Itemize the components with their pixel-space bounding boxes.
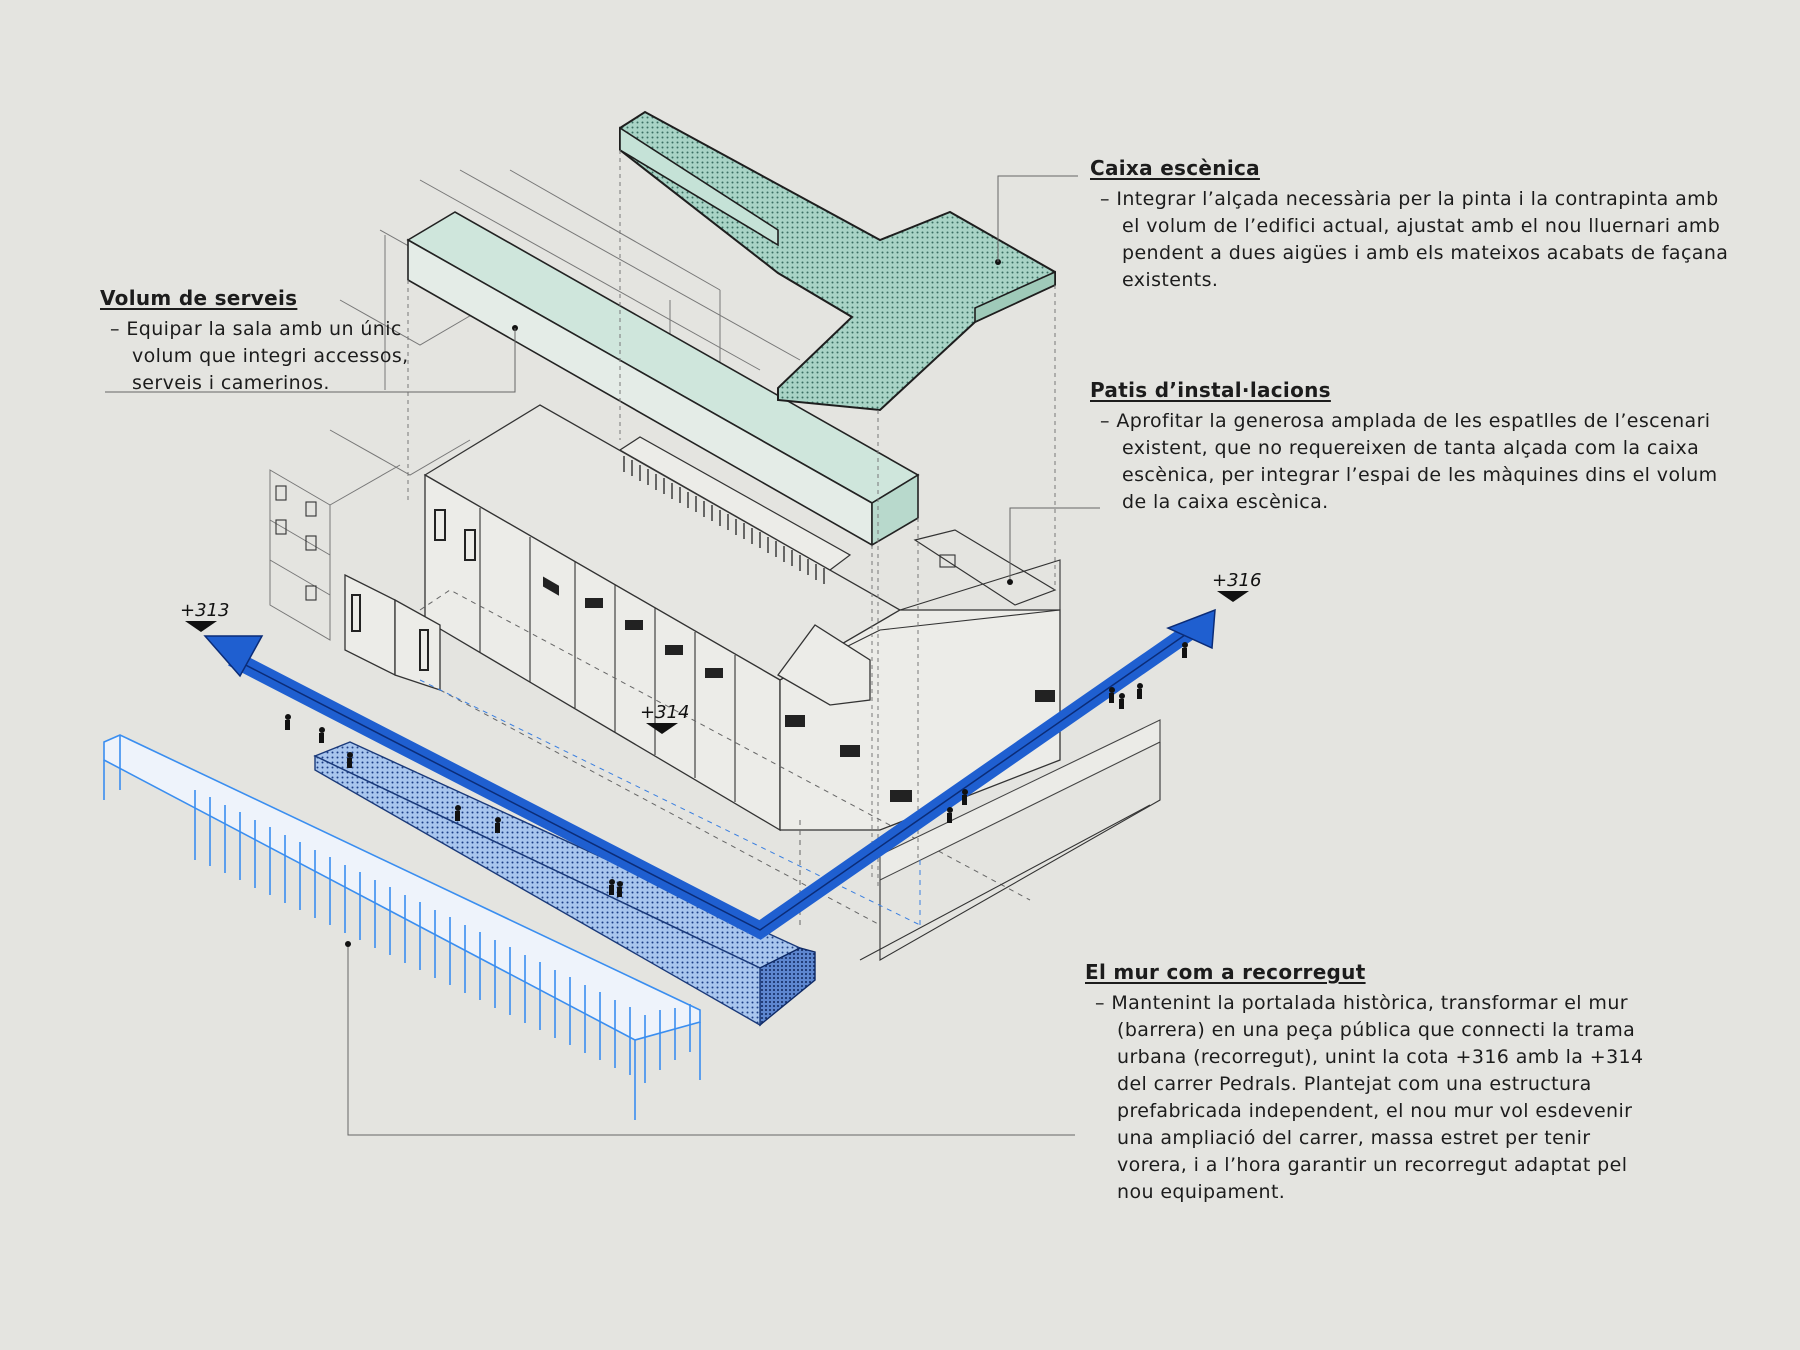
level-marker-left: +313 — [180, 600, 229, 632]
annotation-body: – Integrar l’alçada necessària per la pi… — [1100, 188, 1729, 291]
existing-building — [344, 404, 1161, 961]
annotation-title: Patis d’instal·lacions — [1090, 378, 1331, 402]
path-arrow-head-right — [1166, 608, 1216, 650]
annotation-title: Volum de serveis — [100, 286, 298, 310]
annotation-patis-installacions: Patis d’instal·lacions – Aprofitar la ge… — [1090, 378, 1730, 516]
services-volume — [406, 211, 920, 880]
annotation-body: – Equipar la sala amb un únic volum que … — [110, 318, 409, 394]
svg-text:+316: +316 — [1212, 570, 1261, 591]
ramp — [313, 679, 921, 1027]
annotation-volum-serveis: Volum de serveis – Equipar la sala amb u… — [100, 286, 450, 397]
annotation-body: – Aprofitar la generosa amplada de les e… — [1100, 410, 1718, 513]
building-windows — [434, 509, 1055, 802]
level-marker-right: +316 — [1212, 570, 1261, 602]
path-arrow — [203, 608, 1216, 940]
annotation-body: – Mantenint la portalada històrica, tran… — [1095, 992, 1644, 1203]
stage-box-volume — [619, 110, 1056, 890]
level-marker-middle: +314 — [640, 702, 689, 734]
annotation-title: Caixa escènica — [1090, 156, 1260, 180]
annotation-caixa-escenica: Caixa escènica – Integrar l’alçada neces… — [1090, 156, 1730, 294]
people-figures — [285, 642, 1188, 897]
annotation-mur-recorregut: El mur com a recorregut – Mantenint la p… — [1085, 960, 1645, 1206]
path-arrow-head-left — [203, 635, 264, 678]
wall-structure — [103, 734, 701, 1120]
leader-lines — [105, 175, 1100, 1136]
svg-text:+313: +313 — [180, 600, 229, 621]
annotation-title: El mur com a recorregut — [1085, 960, 1366, 984]
svg-text:+314: +314 — [640, 702, 689, 723]
